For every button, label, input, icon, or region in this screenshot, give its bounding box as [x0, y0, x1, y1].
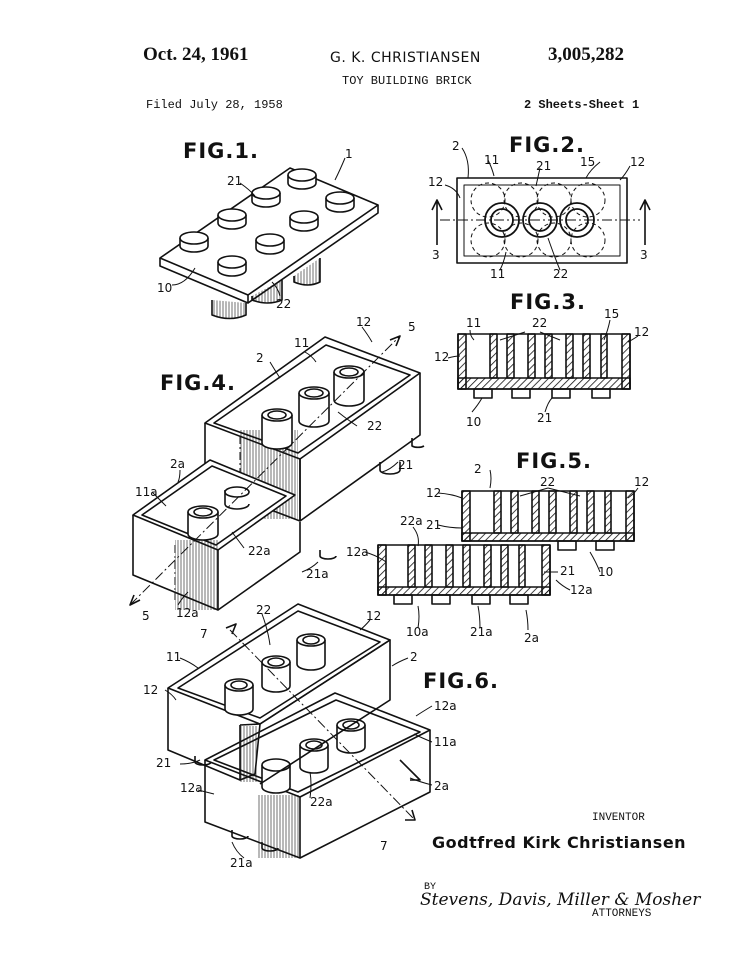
ref-numeral: 12	[434, 350, 449, 364]
ref-numeral: 11a	[135, 485, 158, 499]
ref-numeral: 12	[356, 315, 371, 329]
ref-numeral: 11a	[434, 735, 457, 749]
ref-numeral: 3	[640, 248, 648, 262]
ref-numeral: 15	[604, 307, 619, 321]
ref-numeral: 2a	[170, 457, 185, 471]
ref-numeral: 10a	[406, 625, 429, 639]
ref-numeral: 12a	[434, 699, 457, 713]
ref-numeral: 12	[143, 683, 158, 697]
ref-numeral: 22	[256, 603, 271, 617]
ref-numeral: 21a	[230, 856, 253, 870]
ref-numeral: 11	[294, 336, 309, 350]
ref-numeral: 11	[466, 316, 481, 330]
fig4-label: FIG.4.	[160, 371, 236, 395]
ref-numeral: 2a	[524, 631, 539, 645]
ref-numeral: 21	[536, 159, 551, 173]
patent-date: Oct. 24, 1961	[143, 44, 249, 65]
ref-numeral: 12a	[176, 606, 199, 620]
ref-numeral: 1	[345, 147, 353, 161]
fig6-drawing	[167, 603, 431, 859]
ref-numeral: 21a	[306, 567, 329, 581]
ref-numeral: 12	[366, 609, 381, 623]
ref-numeral: 21	[398, 458, 413, 472]
ref-numeral: 2a	[434, 779, 449, 793]
ref-numeral: 12	[428, 175, 443, 189]
ref-numeral: 11	[490, 267, 505, 281]
ref-numeral: 10	[466, 415, 481, 429]
fig5-label: FIG.5.	[516, 449, 592, 473]
ref-numeral: 22	[532, 316, 547, 330]
ref-numeral: 21a	[470, 625, 493, 639]
ref-numeral: 22a	[400, 514, 423, 528]
ref-numeral: 22	[276, 297, 291, 311]
ref-numeral: 12	[634, 325, 649, 339]
ref-numeral: 11	[484, 153, 499, 167]
fig1-label: FIG.1.	[183, 139, 259, 163]
ref-numeral: 10	[157, 281, 172, 295]
ref-numeral: 22a	[248, 544, 271, 558]
filed-date: Filed July 28, 1958	[146, 98, 283, 112]
ref-numeral: 2	[256, 351, 264, 365]
ref-numeral: 21	[560, 564, 575, 578]
ref-numeral: 22a	[310, 795, 333, 809]
fig3-label: FIG.3.	[510, 290, 586, 314]
ref-numeral: 21	[227, 174, 242, 188]
fig1-drawing	[159, 167, 379, 320]
inventor-caption: INVENTOR	[592, 812, 645, 824]
ref-numeral: 21	[156, 756, 171, 770]
inventor-name: Godtfred Kirk Christiansen	[432, 833, 687, 852]
fig6-label: FIG.6.	[423, 669, 499, 693]
attorneys-signature: Stevens, Davis, Miller & Mosher	[420, 890, 701, 910]
fig2-drawing	[431, 177, 651, 264]
ref-numeral: 12a	[346, 545, 369, 559]
ref-numeral: 21	[426, 518, 441, 532]
ref-numeral: 3	[432, 248, 440, 262]
fig5-drawing	[377, 490, 635, 605]
ref-numeral: 22	[553, 267, 568, 281]
ref-numeral: 10	[598, 565, 613, 579]
ref-numeral: 2	[452, 139, 460, 153]
fig4-drawing	[129, 335, 425, 611]
ref-numeral: 12	[426, 486, 441, 500]
ref-numeral: 12	[630, 155, 645, 169]
sheet-info: 2 Sheets-Sheet 1	[524, 98, 640, 112]
ref-numeral: 5	[408, 320, 416, 334]
ref-numeral: 22	[540, 475, 555, 489]
ref-numeral: 12a	[180, 781, 203, 795]
ref-numeral: 7	[200, 627, 208, 641]
ref-numeral: 11	[166, 650, 181, 664]
attorneys-caption: ATTORNEYS	[592, 908, 652, 920]
patent-number: 3,005,282	[548, 44, 624, 65]
ref-numeral: 12a	[570, 583, 593, 597]
ref-numeral: 2	[474, 462, 482, 476]
ref-numeral: 21	[537, 411, 552, 425]
patent-title: TOY BUILDING BRICK	[342, 74, 472, 88]
ref-numeral: 5	[142, 609, 150, 623]
by-caption: BY	[424, 882, 437, 893]
fig2-label: FIG.2.	[509, 133, 585, 157]
ref-numeral: 22	[367, 419, 382, 433]
ref-numeral: 12	[634, 475, 649, 489]
ref-numeral: 2	[410, 650, 418, 664]
inventor-header: G. K. CHRISTIANSEN	[330, 50, 481, 66]
ref-numeral: 7	[380, 839, 388, 853]
fig3-drawing	[457, 333, 631, 399]
ref-numeral: 15	[580, 155, 595, 169]
